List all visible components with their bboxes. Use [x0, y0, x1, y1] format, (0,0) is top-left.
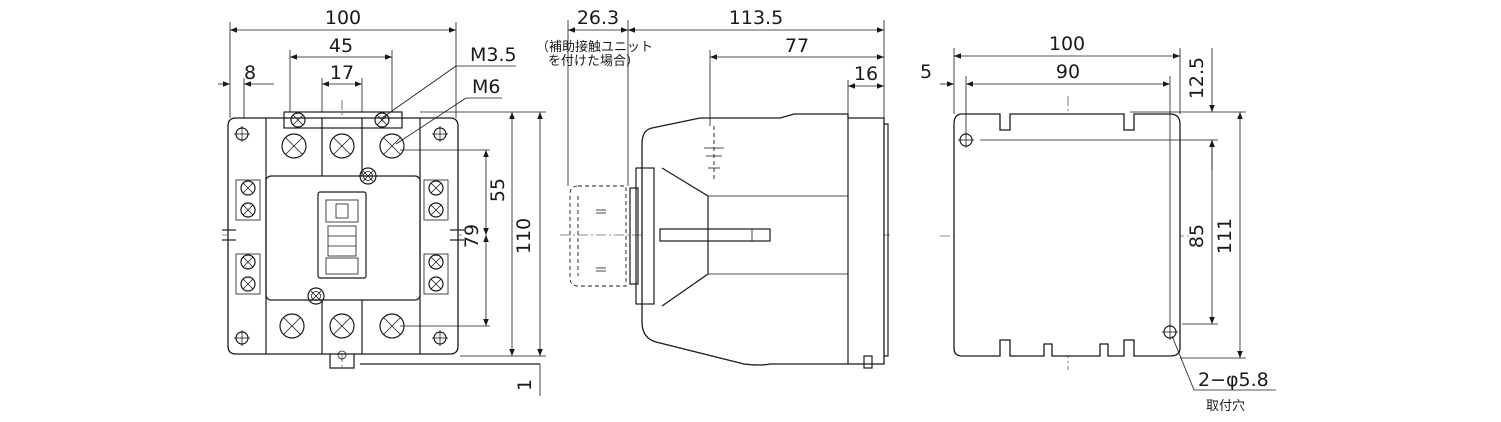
side-terminal-screw [240, 180, 256, 196]
side-terminal-screw [428, 276, 444, 292]
side-dim-113-5: 113.5 [729, 7, 783, 29]
main-terminal-screw [379, 133, 405, 159]
aux-terminal-screw [374, 112, 390, 128]
side-terminal-screw [240, 276, 256, 292]
front-dim-17: 17 [330, 62, 354, 84]
side-body-ridges [708, 195, 848, 275]
front-mount-hole-icon [432, 330, 448, 346]
mount-hole-leader [1171, 335, 1195, 391]
side-terminal-screw [240, 254, 256, 270]
front-coil-screw-top [359, 167, 377, 185]
main-terminal-screw [329, 313, 355, 339]
main-terminal-screw [281, 133, 307, 159]
mount-dim-111: 111 [1214, 218, 1236, 254]
side-dim-77: 77 [785, 35, 809, 57]
side-terminal-frame [235, 253, 261, 295]
front-main-terminals-top [281, 133, 405, 159]
mount-view: 100 90 5 12.5 85 111 2−φ5.8 取付穴 [920, 33, 1276, 414]
front-mount-hole-icon [234, 126, 250, 142]
front-label-m6: M6 [472, 76, 500, 98]
front-leader-m6 [395, 97, 467, 145]
mount-outline [953, 113, 1181, 357]
mount-dim-5: 5 [920, 61, 932, 83]
front-coil-screw-bottom [307, 287, 325, 305]
mount-dim-85: 85 [1186, 224, 1208, 248]
front-mount-holes [234, 126, 448, 346]
front-dim-79: 79 [461, 224, 483, 248]
front-nameplate [265, 175, 421, 301]
front-main-terminals-bottom [279, 313, 405, 339]
side-body [641, 113, 885, 366]
side-back-plate [884, 123, 889, 357]
side-cover-plate [635, 167, 655, 305]
mount-hole-spec: 2−φ5.8 [1198, 369, 1269, 391]
side-aux-unit-dashed [569, 185, 627, 287]
side-foot [863, 355, 873, 369]
side-view: 26.3 113.5 77 16 （補助接触ユニット を付けた場合） [536, 7, 890, 369]
front-view: 100 45 17 8 55 79 110 1 M3.5 M6 [218, 7, 546, 396]
side-terminal-frame [423, 179, 449, 221]
front-actuator [317, 191, 367, 279]
side-aux-mount [629, 187, 639, 285]
side-aux-note-line1: （補助接触ユニット [536, 39, 653, 55]
mount-dim-100: 100 [1049, 33, 1085, 55]
front-dim-1: 1 [514, 379, 536, 391]
front-side-terminals [222, 179, 464, 295]
front-dim-8: 8 [244, 62, 256, 84]
side-terminal-frame [235, 179, 261, 221]
side-plunger [659, 228, 771, 242]
front-bottom-tab [329, 354, 355, 369]
side-aux-note-line2: を付けた場合） [548, 54, 639, 69]
side-terminal-screw [240, 202, 256, 218]
front-aux-terminals-top [290, 112, 390, 128]
front-mount-hole-icon [432, 126, 448, 142]
front-dim-45: 45 [329, 35, 353, 57]
side-terminal-screw [428, 254, 444, 270]
aux-terminal-screw [290, 112, 306, 128]
side-terminal-screw [428, 202, 444, 218]
front-mount-hole-icon [234, 330, 250, 346]
mount-dim-12-5: 12.5 [1186, 57, 1208, 99]
side-terminal-screw [428, 180, 444, 196]
main-terminal-screw [279, 313, 305, 339]
side-terminal-frame [423, 253, 449, 295]
front-dim-110: 110 [513, 218, 535, 254]
front-top-terminal-block [283, 111, 403, 129]
front-dim-55: 55 [487, 178, 509, 202]
side-dim-26-3: 26.3 [577, 7, 619, 29]
front-leader-m35 [381, 65, 457, 119]
mount-hole-label: 取付穴 [1206, 399, 1245, 414]
main-terminal-screw [329, 133, 355, 159]
front-dim-width: 100 [325, 7, 361, 29]
front-label-m35: M3.5 [470, 44, 517, 66]
mount-dim-90: 90 [1056, 61, 1080, 83]
side-dim-16: 16 [854, 63, 878, 85]
side-front-slope [661, 167, 709, 307]
front-bottom-tab-hole [337, 350, 347, 360]
